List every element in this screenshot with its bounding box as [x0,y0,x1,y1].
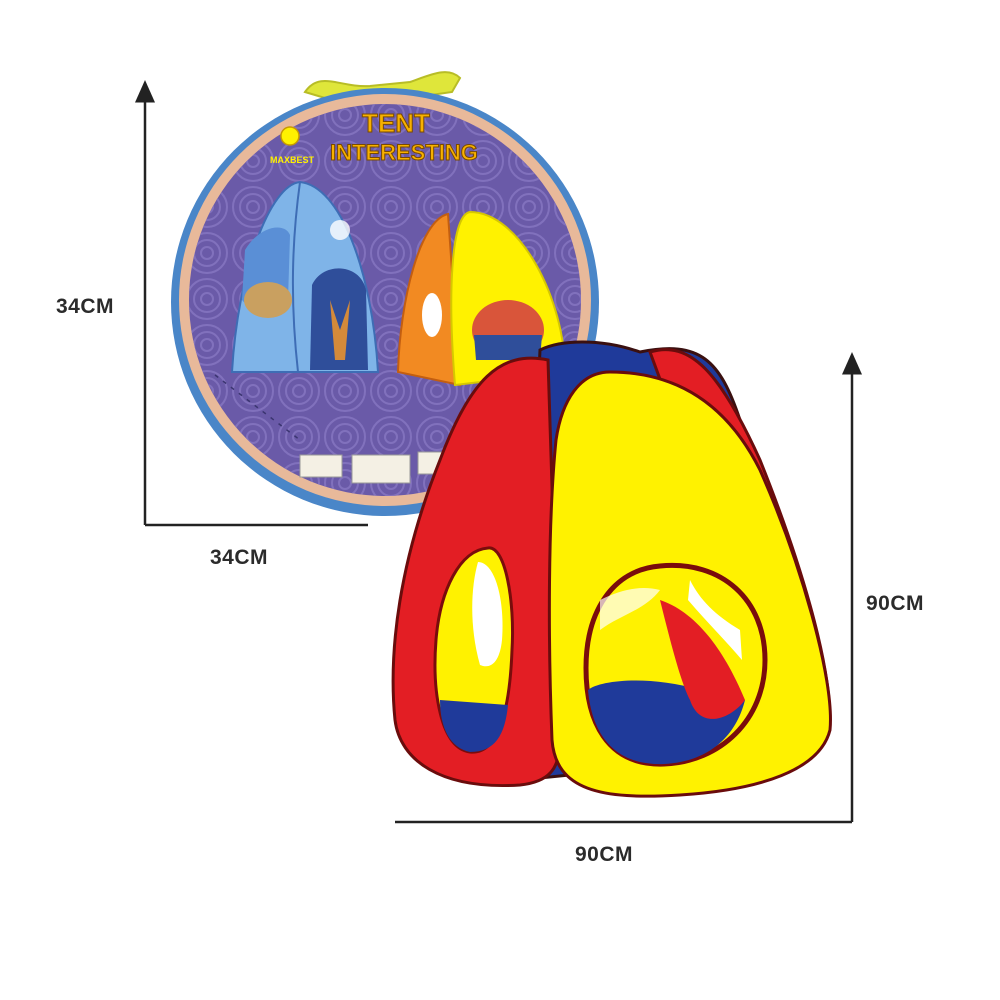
svg-text:MAXBEST: MAXBEST [270,155,315,165]
tent-height-label: 90CM [866,592,925,615]
bag-width-label: 34CM [210,546,269,569]
bag-cert-label [351,454,411,484]
bag-height-label: 34CM [56,295,115,318]
tent-width-label: 90CM [575,843,634,866]
bag-brand-logo: MAXBEST [270,126,315,165]
tent-front-window [583,562,768,767]
bag-illustration-blue-tent [230,180,380,373]
bag-title-line1: TENT [362,108,430,138]
bag-illustration-tunnel-tent [396,210,567,387]
dimension-lines [135,80,862,824]
play-tent [391,340,832,798]
bag-title-line2: INTERESTING [330,140,478,165]
bag-warning-label [299,454,343,478]
